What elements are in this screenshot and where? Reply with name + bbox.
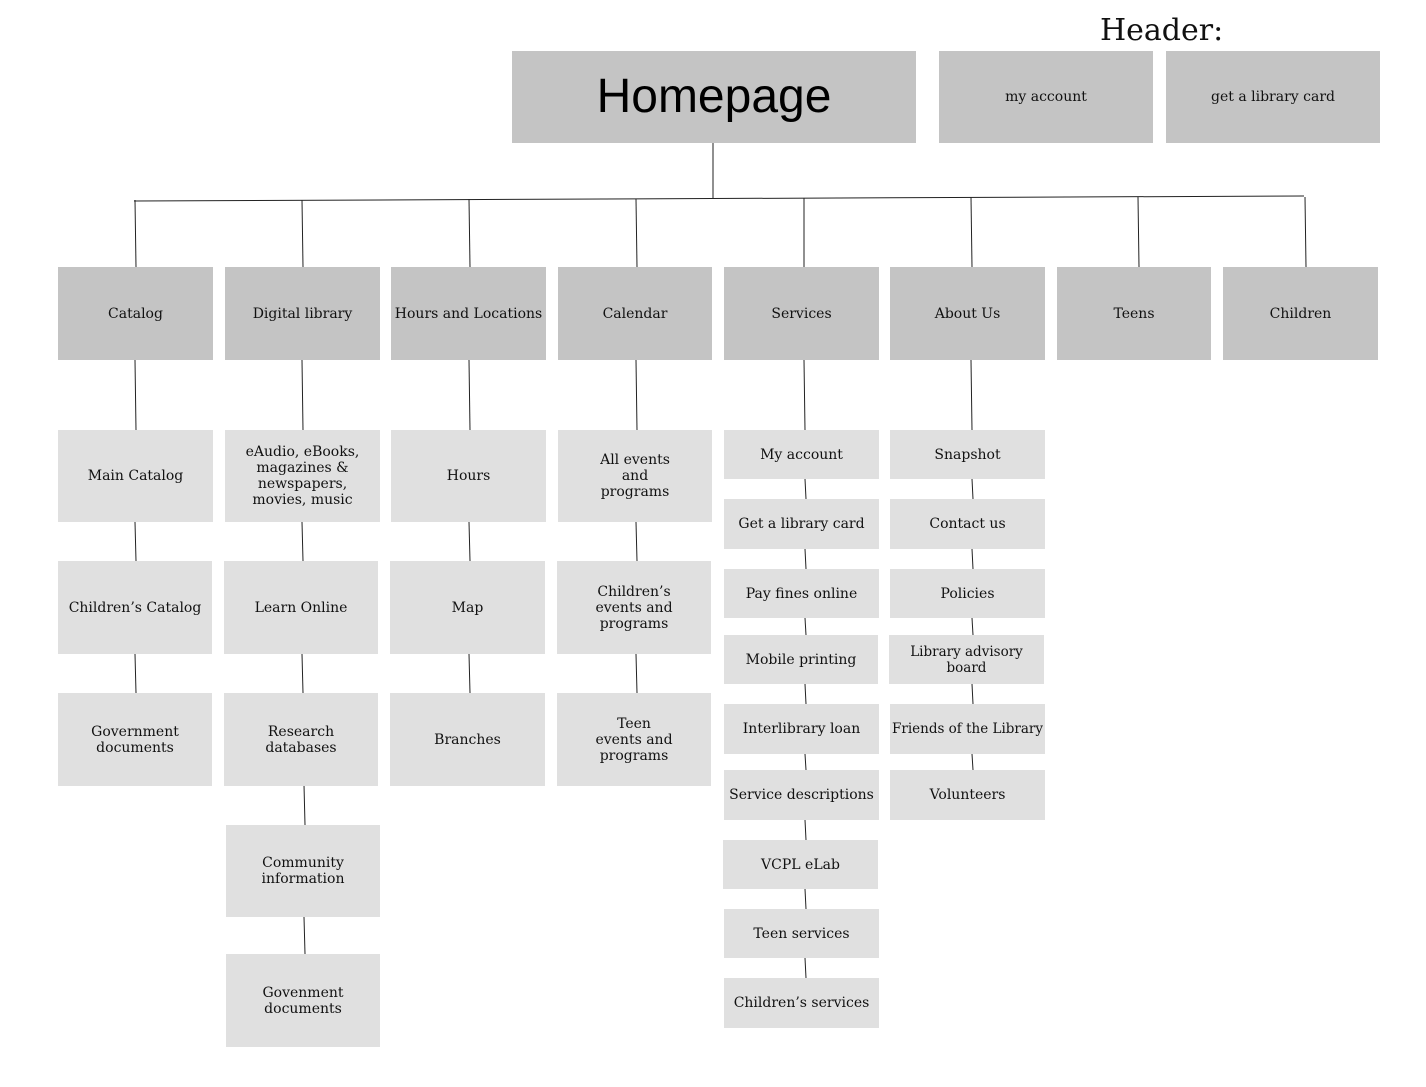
- section-about-us[interactable]: About Us: [890, 267, 1045, 360]
- connector-line: [303, 784, 306, 826]
- connector-line: [635, 359, 638, 431]
- about-us-volunteers[interactable]: Volunteers: [890, 770, 1045, 820]
- services-pay-fines-online[interactable]: Pay fines online: [724, 569, 879, 618]
- catalog-government-documents[interactable]: Government documents: [58, 693, 212, 786]
- connector-line: [970, 359, 973, 431]
- connector-line: [468, 198, 471, 268]
- connector-line: [971, 478, 974, 500]
- calendar-childrens-events[interactable]: Children’s events and programs: [557, 561, 711, 654]
- connector-line: [1137, 196, 1140, 268]
- section-teens[interactable]: Teens: [1057, 267, 1211, 360]
- connector-line: [468, 521, 471, 562]
- digital-library-community-information[interactable]: Community information: [226, 825, 380, 917]
- connector-line: [971, 617, 974, 636]
- section-hours-and-locations[interactable]: Hours and Locations: [391, 267, 546, 360]
- connector-line: [803, 359, 806, 431]
- about-us-snapshot[interactable]: Snapshot: [890, 430, 1045, 479]
- catalog-childrens-catalog[interactable]: Children’s Catalog: [58, 561, 212, 654]
- connector-line: [971, 753, 974, 771]
- services-vcpl-elab[interactable]: VCPL eLab: [723, 840, 878, 889]
- connector-line: [804, 617, 807, 636]
- services-childrens-services[interactable]: Children’s services: [724, 978, 879, 1028]
- connector-line: [804, 753, 807, 771]
- connector-line: [804, 819, 807, 841]
- about-us-contact-us[interactable]: Contact us: [890, 499, 1045, 549]
- connector-line: [301, 359, 304, 431]
- connector-line: [468, 359, 471, 431]
- connector-line: [134, 359, 137, 431]
- connector-line: [134, 653, 137, 694]
- connector-line: [301, 653, 304, 694]
- connector-line: [301, 199, 304, 268]
- connector-line: [303, 916, 306, 955]
- connector-line: [971, 683, 974, 705]
- digital-library-learn-online[interactable]: Learn Online: [224, 561, 378, 654]
- section-catalog[interactable]: Catalog: [58, 267, 213, 360]
- connector-line: [134, 199, 137, 268]
- about-us-friends-of-the-library[interactable]: Friends of the Library: [890, 704, 1045, 754]
- connector-line: [804, 957, 807, 979]
- section-calendar[interactable]: Calendar: [558, 267, 712, 360]
- services-service-descriptions[interactable]: Service descriptions: [724, 770, 879, 820]
- connector-line: [804, 683, 807, 705]
- hours-locations-branches[interactable]: Branches: [390, 693, 545, 786]
- connector-line: [301, 521, 304, 562]
- connector-line: [1304, 196, 1307, 268]
- connector-line: [635, 521, 638, 562]
- connector-line: [804, 478, 807, 500]
- header-label: Header:: [1100, 13, 1224, 48]
- calendar-teen-events[interactable]: Teen events and programs: [557, 693, 711, 786]
- homepage-box[interactable]: Homepage: [512, 51, 916, 143]
- connector-line: [970, 196, 973, 268]
- section-digital-library[interactable]: Digital library: [225, 267, 380, 360]
- connector-line: [635, 198, 638, 268]
- digital-library-govenment-documents[interactable]: Govenment documents: [226, 954, 380, 1047]
- connector-line: [804, 888, 807, 910]
- digital-library-research-databases[interactable]: Research databases: [224, 693, 378, 786]
- section-children[interactable]: Children: [1223, 267, 1378, 360]
- connector-line: [134, 521, 137, 562]
- services-teen-services[interactable]: Teen services: [724, 909, 879, 958]
- catalog-main-catalog[interactable]: Main Catalog: [58, 430, 213, 522]
- services-my-account[interactable]: My account: [724, 430, 879, 479]
- hours-locations-hours[interactable]: Hours: [391, 430, 546, 522]
- connector-line: [971, 548, 974, 570]
- services-interlibrary-loan[interactable]: Interlibrary loan: [724, 704, 879, 754]
- services-mobile-printing[interactable]: Mobile printing: [724, 635, 878, 684]
- services-get-library-card[interactable]: Get a library card: [724, 499, 879, 549]
- connector-line: [804, 548, 807, 570]
- about-us-policies[interactable]: Policies: [890, 569, 1045, 618]
- connector-line: [133, 195, 1305, 202]
- hours-locations-map[interactable]: Map: [390, 561, 545, 654]
- calendar-all-events[interactable]: All events and programs: [558, 430, 712, 522]
- header-get-library-card-box[interactable]: get a library card: [1166, 51, 1380, 143]
- header-my-account-box[interactable]: my account: [939, 51, 1153, 143]
- connector-line: [468, 653, 471, 694]
- connector-line: [635, 653, 638, 694]
- section-services[interactable]: Services: [724, 267, 879, 360]
- digital-library-eaudio-ebooks[interactable]: eAudio, eBooks, magazines & newspapers, …: [225, 430, 380, 522]
- about-us-library-advisory-board[interactable]: Library advisory board: [889, 635, 1044, 684]
